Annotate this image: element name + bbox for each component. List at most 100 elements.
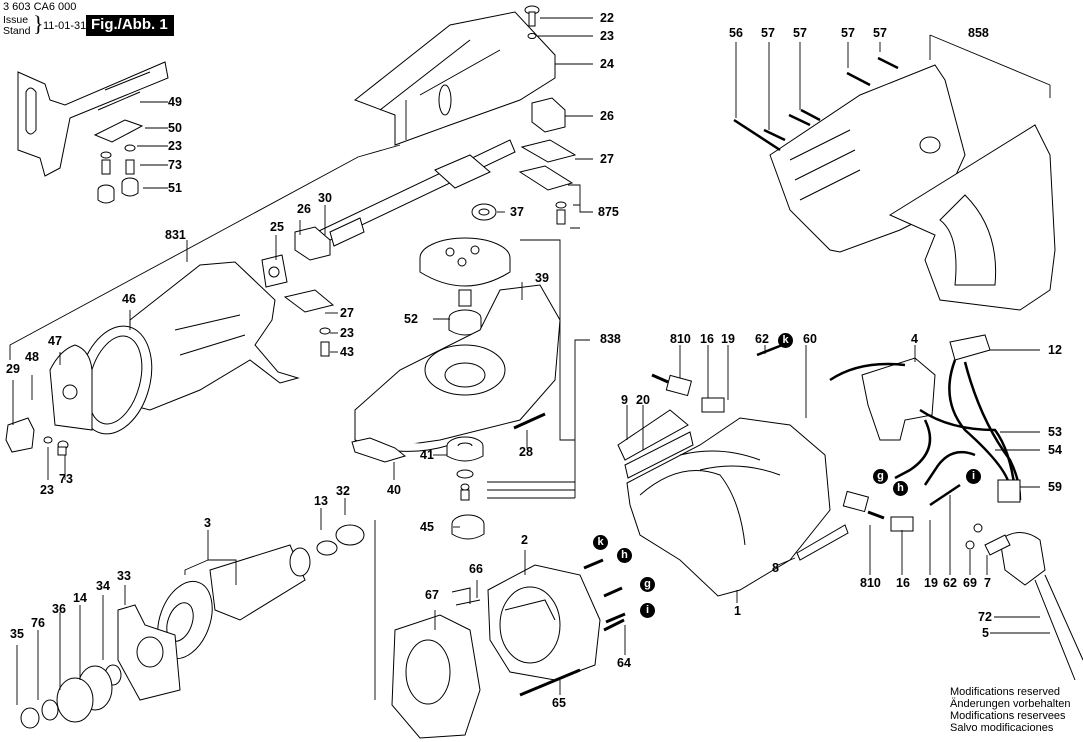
part-cable-clamp-59 [997,479,1021,503]
stand-label: Stand [3,25,31,37]
callout-57: 57 [761,26,775,40]
callout-16: 16 [896,576,910,590]
part-shoe-40 [351,437,407,463]
part-terminal-66 [451,587,481,606]
notice-fr: Modifications reservees [950,710,1066,722]
callout-23: 23 [600,29,614,43]
figure-label: Fig./Abb. 1 [86,15,174,36]
callout-33: 33 [117,569,131,583]
callout-4: 4 [911,332,918,346]
part-plunger-rod [299,139,516,253]
callout-34: 34 [96,579,110,593]
callout-62: 62 [755,332,769,346]
callout-26: 26 [600,109,614,123]
notice-es: Salvo modificaciones [950,722,1054,734]
callout-62: 62 [943,576,957,590]
connector-marker-h: h [617,548,632,563]
callout-57: 57 [841,26,855,40]
callout-25: 25 [270,220,284,234]
callout-858: 858 [968,26,989,40]
callout-8: 8 [772,561,779,575]
part-blade-bracket [17,61,169,177]
callout-23: 23 [340,326,354,340]
callout-39: 39 [535,271,549,285]
callout-76: 76 [31,616,45,630]
callout-69: 69 [963,576,977,590]
callout-7: 7 [984,576,991,590]
part-washer-plate [93,119,144,143]
leader-lines [9,17,1051,705]
part-bearing-37 [471,203,497,221]
callout-29: 29 [6,362,20,376]
callout-67: 67 [425,588,439,602]
part-bearing-41 [446,436,485,540]
modifications-notice: Modifications reserved Änderungen vorbeh… [950,686,1070,734]
part-labels-9-20 [617,409,694,479]
part-cable-protector [999,532,1083,681]
connector-marker-k: k [778,333,793,348]
part-terminal-block-12 [949,334,991,361]
part-top-cover [353,11,556,146]
callout-56: 56 [729,26,743,40]
connector-marker-g: g [640,577,655,592]
issue-stand-label: Issue Stand [3,15,30,37]
callout-24: 24 [600,57,614,71]
callout-37: 37 [510,205,524,219]
callout-5: 5 [982,626,989,640]
part-bolts-left [97,144,139,204]
part-rear-handle-right [888,124,1056,311]
connector-marker-i: i [966,469,981,484]
callout-875: 875 [598,205,619,219]
part-bearing-set-left [20,664,122,729]
brace-symbol: } [33,11,44,36]
callout-52: 52 [404,312,418,326]
callout-47: 47 [48,334,62,348]
part-baffle-33 [117,604,181,701]
part-motor-housing [626,417,831,597]
callout-57: 57 [873,26,887,40]
part-brush-holder-bottom [842,490,914,532]
callout-46: 46 [122,292,136,306]
connector-marker-g: g [873,469,888,484]
callout-27: 27 [600,152,614,166]
part-terminals-64 [583,558,626,632]
callout-49: 49 [168,95,182,109]
callout-48: 48 [25,350,39,364]
part-brush-holder-top [651,373,725,413]
part-armature [157,524,365,660]
part-front-nose [129,261,300,411]
connector-marker-h: h [893,481,908,496]
callout-32: 32 [336,484,350,498]
part-gear-wheel [419,237,511,336]
issue-label: Issue [3,14,29,26]
callout-41: 41 [420,448,434,462]
callout-2: 2 [521,533,528,547]
callout-40: 40 [387,483,401,497]
part-switch [861,357,936,441]
callout-20: 20 [636,393,650,407]
callout-45: 45 [420,520,434,534]
callout-19: 19 [924,576,938,590]
callout-54: 54 [1048,443,1062,457]
part-front-ring-46 [77,325,153,435]
part-gear-housing [354,284,561,452]
part-screws-57 [733,56,899,152]
callout-72: 72 [978,610,992,624]
callout-43: 43 [340,345,354,359]
notice-de: Änderungen vorbehalten [950,698,1071,710]
callout-50: 50 [168,121,182,135]
part-screw-65 [519,668,581,697]
part-screw-28 [513,412,546,430]
notice-en: Modifications reserved [950,686,1061,698]
callout-838: 838 [600,332,621,346]
callout-28: 28 [519,445,533,459]
callout-23: 23 [168,139,182,153]
callout-73: 73 [168,158,182,172]
part-clamp-29 [5,417,69,456]
callout-810: 810 [670,332,691,346]
callout-26: 26 [297,202,311,216]
part-number: 3 603 CA6 000 [3,1,77,13]
callout-59: 59 [1048,480,1062,494]
part-clamp-7 [965,523,1011,556]
